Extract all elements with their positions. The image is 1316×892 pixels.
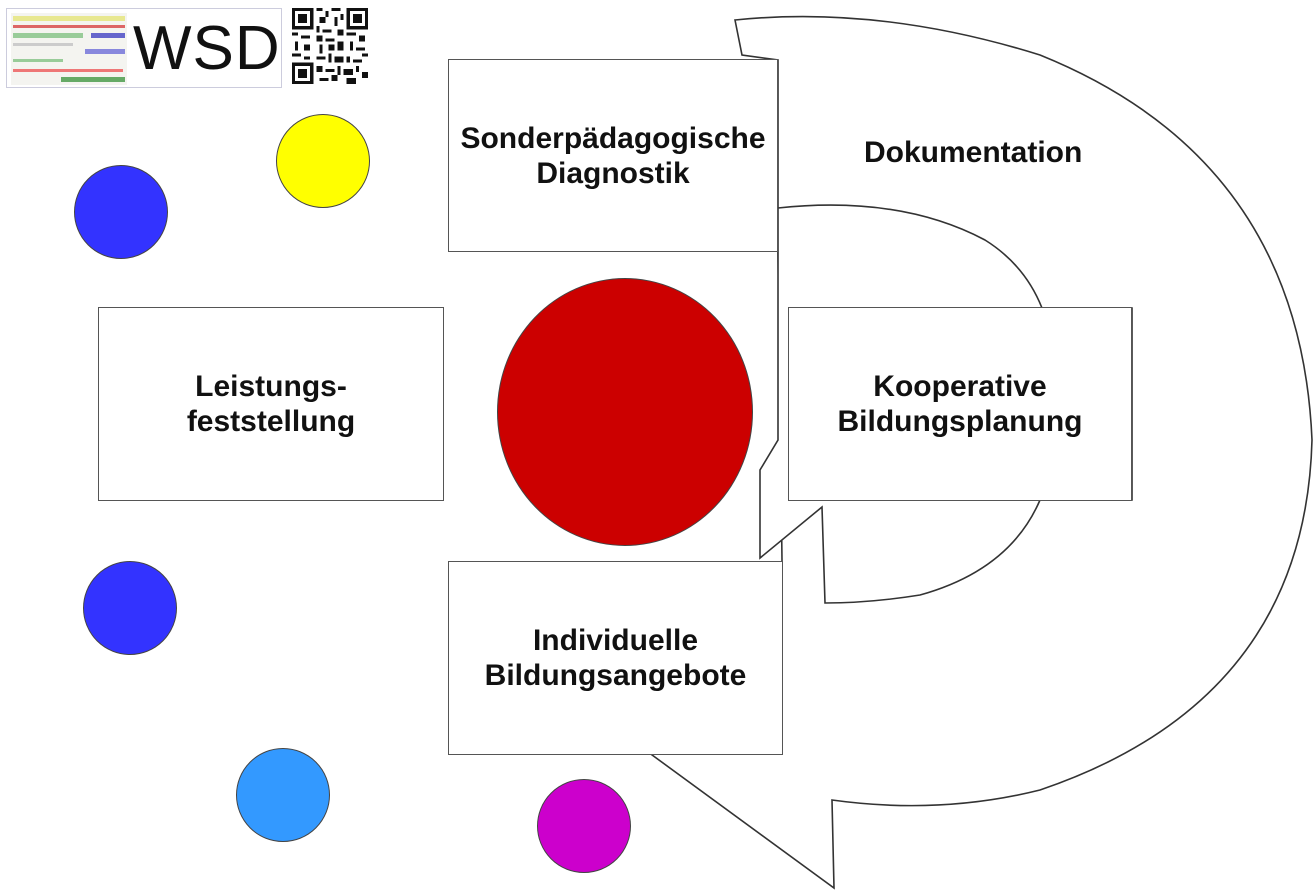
blue-circle-bottom: [83, 561, 177, 655]
qr-code-icon: [292, 8, 368, 84]
documentation-label: Dokumentation: [864, 136, 1083, 169]
center-circle: [497, 278, 753, 546]
logo-text: WSD: [133, 14, 281, 83]
offers-box: Individuelle Bildungsangebote: [448, 561, 783, 755]
performance-label: Leistungs- feststellung: [186, 370, 356, 438]
diagnostics-label: Sonderpädagogische Diagnostik: [460, 121, 766, 190]
planning-box: Kooperative Bildungsplanung: [788, 307, 1132, 501]
planning-label: Kooperative Bildungsplanung: [837, 370, 1083, 438]
wsd-logo: WSD: [6, 8, 282, 88]
offers-label: Individuelle Bildungsangebote: [484, 624, 747, 692]
magenta-circle: [537, 779, 631, 873]
yellow-circle: [276, 114, 370, 208]
performance-box: Leistungs- feststellung: [98, 307, 444, 501]
logo-screenshot-thumbnail: [11, 13, 127, 85]
diagnostics-box: Sonderpädagogische Diagnostik: [448, 59, 778, 252]
light-blue-circle: [236, 748, 330, 842]
blue-circle-top: [74, 165, 168, 259]
